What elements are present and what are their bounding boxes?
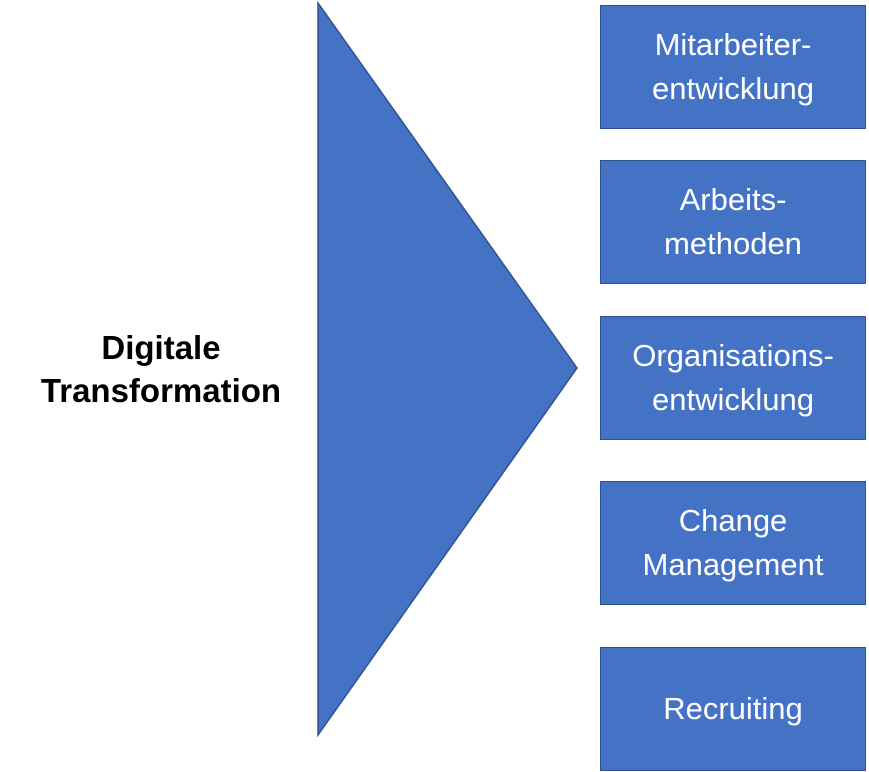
arrow-triangle-shape bbox=[317, 0, 578, 738]
target-box-label-line-1: Organisations- bbox=[632, 338, 834, 373]
target-box-label-line-1: Mitarbeiter- bbox=[654, 27, 812, 62]
target-box-label-line-2: Management bbox=[642, 547, 824, 582]
target-box-label-line-2: methoden bbox=[664, 226, 802, 261]
target-box-label-line-1: Recruiting bbox=[663, 691, 803, 726]
target-box-change-management: Change Management bbox=[600, 481, 866, 605]
target-box-label-line-1: Change bbox=[678, 503, 788, 538]
target-box-label-line-1: Arbeits- bbox=[679, 182, 787, 217]
target-box-recruiting: Recruiting bbox=[600, 647, 866, 771]
target-box-label-line-2: entwicklung bbox=[652, 382, 814, 417]
source-label-line-1: Digitale bbox=[101, 329, 221, 366]
target-box-organisationsentwicklung: Organisations- entwicklung bbox=[600, 316, 866, 440]
target-box-mitarbeiterentwicklung: Mitarbeiter- entwicklung bbox=[600, 5, 866, 129]
source-label-line-2: Transformation bbox=[40, 372, 282, 409]
target-box-label-line-2: entwicklung bbox=[652, 71, 814, 106]
source-label-digitale-transformation: Digitale Transformation bbox=[0, 326, 322, 412]
target-box-arbeitsmethoden: Arbeits- methoden bbox=[600, 160, 866, 284]
